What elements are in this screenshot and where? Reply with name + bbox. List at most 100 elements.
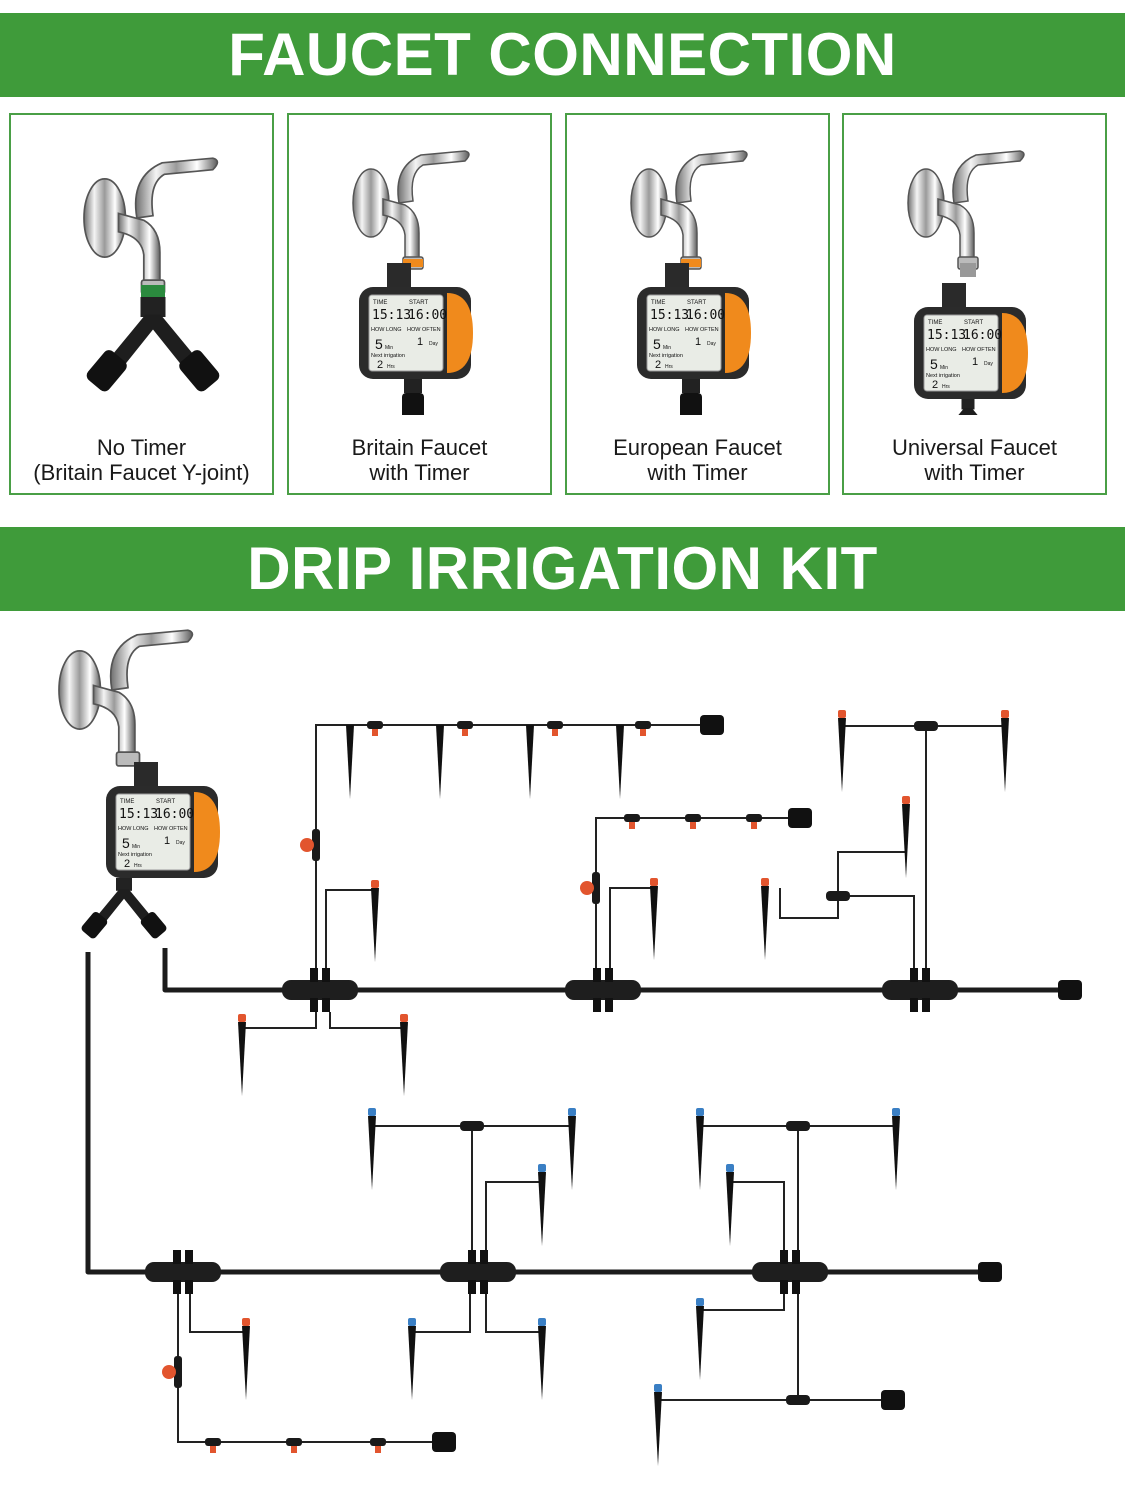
tee-port-top (780, 1250, 788, 1264)
dripper-tee (685, 814, 701, 822)
inline-dripper (286, 1438, 302, 1453)
dripper-tee (370, 1438, 386, 1446)
dripper-head (408, 1318, 416, 1326)
tee-port-bottom (922, 998, 930, 1012)
timer-time-label: TIME (651, 300, 665, 306)
inline-dripper (367, 721, 383, 736)
faucet-body (117, 212, 161, 284)
caption-line-1: No Timer (96, 435, 187, 460)
stake-spike (616, 725, 624, 799)
timer-outlet-icon (402, 379, 424, 415)
timer-how-long-value: 5 (122, 835, 130, 851)
timer-how-long-value: 5 (653, 336, 661, 352)
dripper-tee (286, 1438, 302, 1446)
faucet-handle (109, 629, 194, 691)
stake-spike (238, 1022, 246, 1096)
dripper-head (696, 1108, 704, 1116)
timer-start-value: 16:00 (963, 328, 1002, 343)
end-cap (1058, 980, 1082, 1000)
tee-body (882, 980, 958, 1000)
faucet-body (660, 198, 698, 260)
branch-line (730, 1181, 785, 1250)
panel-caption: Britain Faucet with Timer (289, 435, 550, 485)
timer-how-often-label: HOW OFTEN (154, 826, 188, 832)
tee-port-bottom (322, 998, 330, 1012)
timer-buttons (725, 293, 751, 373)
timer-next-unit: Hrs (942, 384, 950, 390)
splitter-stem (116, 878, 132, 891)
small-tee (826, 891, 850, 901)
inline-dripper (635, 721, 651, 736)
valve-body (592, 872, 600, 904)
dripper-tip (375, 1446, 381, 1453)
splitter-body (110, 314, 196, 367)
inline-dripper (205, 1438, 221, 1453)
timer-inlet (134, 762, 158, 788)
splitter-outlet-left (81, 911, 108, 939)
tee-port-bottom (593, 998, 601, 1012)
timer-how-long-unit: Min (385, 345, 393, 351)
timer-how-often-unit: Day (984, 361, 993, 367)
drip-irrigation-kit-banner: DRIP IRRIGATION KIT (0, 527, 1125, 611)
timer-buttons (447, 293, 473, 373)
timer-how-often-label: HOW OFTEN (962, 347, 996, 353)
timer-next-label: Next irrigation (118, 852, 152, 858)
branch-line (595, 817, 800, 968)
timer-how-often-value: 1 (417, 336, 423, 348)
small-tee (786, 1395, 810, 1405)
dripper-head (654, 1384, 662, 1392)
branch-line (177, 1294, 440, 1443)
dripper-head (371, 880, 379, 888)
green-adapter (141, 285, 165, 297)
timer-start-label: START (156, 799, 175, 805)
dripper-tee (457, 721, 473, 729)
dripper-tip (462, 729, 468, 736)
caption-line-1: Universal Faucet (891, 435, 1058, 460)
timer-how-long-label: HOW LONG (118, 826, 149, 832)
stake-spike (892, 1116, 900, 1190)
branch-line (315, 724, 712, 968)
timer-time-value: 15:13 (119, 807, 158, 822)
dripper-stake (408, 1318, 416, 1400)
dripper-tip (751, 822, 757, 829)
tee-port-bottom (605, 998, 613, 1012)
faucet-icon (630, 150, 748, 270)
timer-start-value: 16:00 (686, 308, 725, 323)
dripper-stake (696, 1298, 704, 1380)
dripper-stake (838, 710, 846, 792)
timer-how-often-value: 1 (695, 336, 701, 348)
timer-next-value: 2 (932, 379, 938, 391)
main-line-lower (85, 952, 990, 1275)
stake-spike (838, 718, 846, 792)
timer-next-value: 2 (655, 359, 661, 371)
tee-port-top (792, 1250, 800, 1264)
branch-line (797, 1294, 890, 1401)
timer-how-long-unit: Min (663, 345, 671, 351)
stake-spike (346, 725, 354, 799)
timer-how-long-label: HOW LONG (649, 327, 680, 333)
timer-next-value: 2 (124, 858, 130, 870)
branch-line (329, 1012, 404, 1029)
main-tee-connector (565, 968, 641, 1012)
outlet-connector (402, 393, 424, 415)
tee-port-bottom (480, 1280, 488, 1294)
dripper-head (368, 1108, 376, 1116)
inline-dripper (685, 814, 701, 829)
small-tee (460, 1121, 484, 1131)
stake-spike (654, 1392, 662, 1466)
dripper-stake (568, 1108, 576, 1190)
timer-how-long-unit: Min (132, 844, 140, 850)
dripper-tee (547, 721, 563, 729)
stake-spike (696, 1306, 704, 1380)
tee-port-bottom (468, 1280, 476, 1294)
dripper-head (1001, 710, 1009, 718)
dripper-stake (761, 878, 769, 960)
stake-spike (650, 886, 658, 960)
dripper-tip (640, 729, 646, 736)
main-tee-connector (440, 1250, 516, 1294)
